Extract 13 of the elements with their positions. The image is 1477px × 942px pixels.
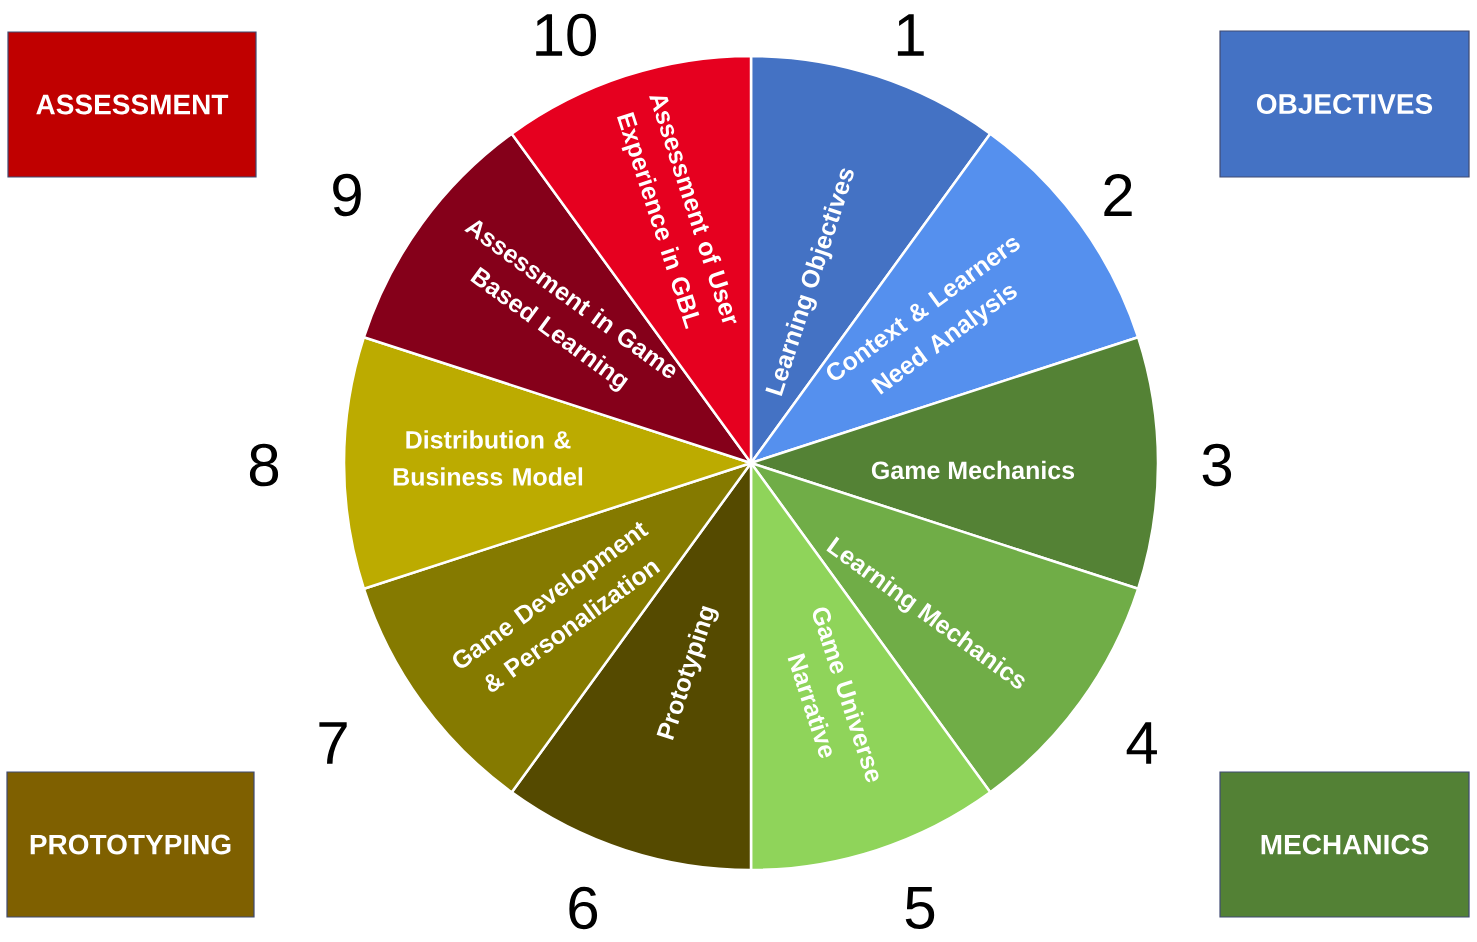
segment-number: 6 xyxy=(569,886,598,930)
category-box: OBJECTIVES xyxy=(1219,30,1470,178)
category-box: PROTOTYPING xyxy=(6,771,255,918)
segment-number: 1 xyxy=(897,14,924,56)
category-box: ASSESSMENT xyxy=(7,31,257,178)
segment-number: 7 xyxy=(319,722,347,764)
segment-number: 2 xyxy=(1104,174,1132,216)
category-box: MECHANICS xyxy=(1219,771,1470,918)
segment-number: 10 xyxy=(536,13,596,57)
segment-number: 9 xyxy=(333,173,361,217)
segment-number: 3 xyxy=(1202,443,1232,487)
segment-number: 5 xyxy=(905,887,935,929)
segment-number: 8 xyxy=(249,443,279,487)
